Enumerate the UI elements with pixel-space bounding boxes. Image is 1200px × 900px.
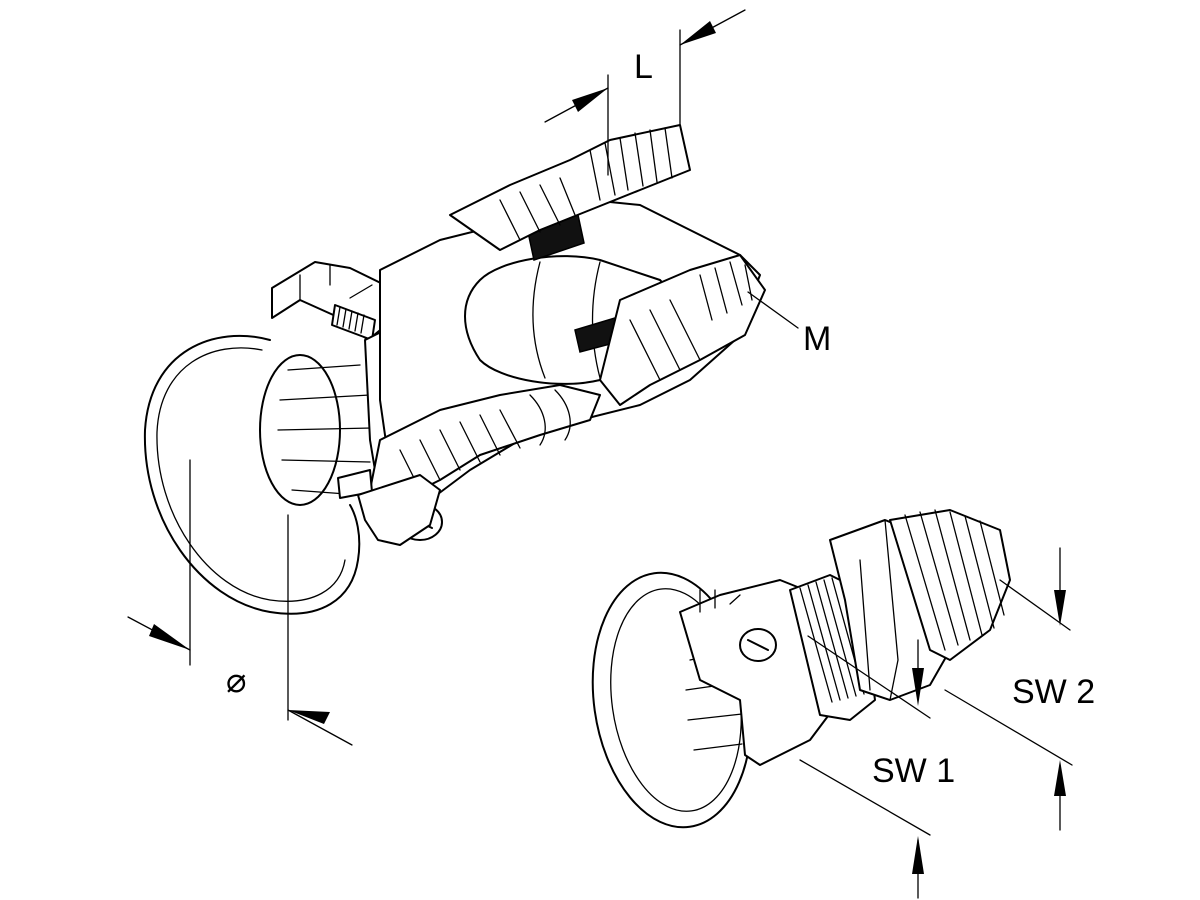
label-sw2: SW 2 [1012,673,1095,711]
dimension-sw2: SW 2 [944,547,1095,831]
union-nut-lower [599,254,766,406]
label-sw1: SW 1 [872,752,955,790]
dimension-sw1: SW 1 [799,635,955,899]
dimension-l: L [544,9,746,176]
thread-callout: M [747,291,831,358]
sectioned-connector [143,124,766,615]
dimension-diameter: ⌀ [127,459,353,746]
label-m: M [803,320,831,358]
label-diameter: ⌀ [226,662,246,700]
sealing-ring-inner [156,347,346,602]
assembled-connector [591,509,1011,829]
sealing-ring [143,334,361,615]
label-l: L [634,48,653,86]
hex-nut-sw2 [889,509,1011,661]
clamp-bracket [271,261,396,341]
clamp-foot [357,474,441,546]
